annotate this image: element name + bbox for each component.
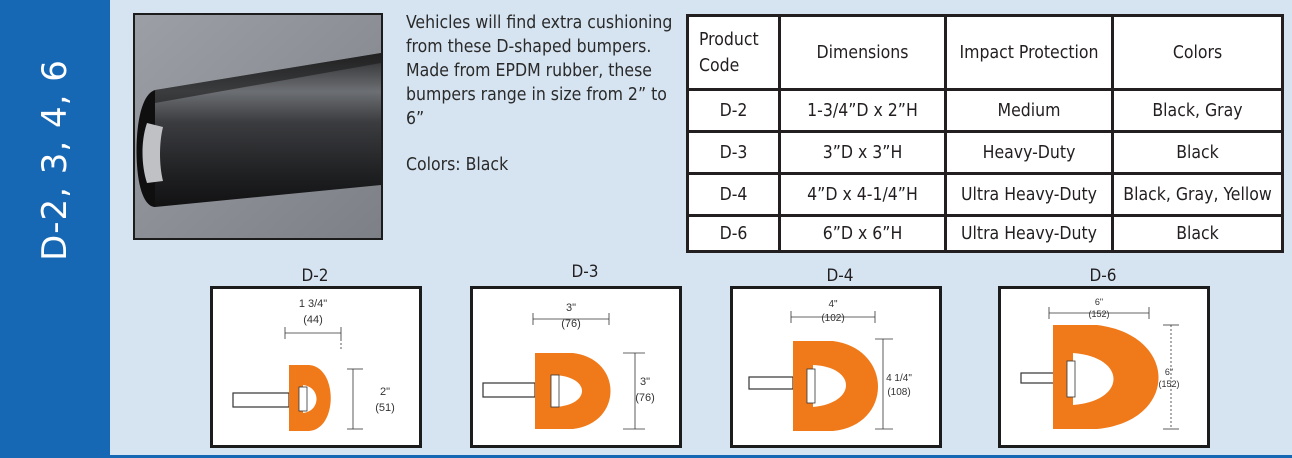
diagram-label-d6: D-6 bbox=[1089, 266, 1117, 286]
cell-dimensions: 1-3/4”D x 2”H bbox=[778, 88, 947, 133]
d3-height-in: 3" bbox=[640, 376, 650, 388]
cell-impact: Medium bbox=[944, 88, 1114, 133]
d2-height-mm: (51) bbox=[375, 402, 395, 414]
sidebar-band: D-2, 3, 4, 6 bbox=[0, 0, 110, 458]
d6-height-mm: (152) bbox=[1158, 379, 1179, 389]
d4-height-mm: (108) bbox=[887, 387, 910, 398]
header-code: Code bbox=[699, 55, 740, 76]
cell-impact: Ultra Heavy-Duty bbox=[944, 172, 1114, 217]
cell-code: D-4 bbox=[686, 172, 781, 217]
d2-height-in: 2" bbox=[380, 386, 390, 398]
diagram-d2: 1 3/4" (44) 2" (51) bbox=[210, 286, 422, 448]
table-row: D-4 4”D x 4-1/4”H Ultra Heavy-Duty Black… bbox=[686, 172, 1284, 217]
d6-height-in: 6" bbox=[1165, 367, 1173, 377]
bottom-rule bbox=[110, 455, 1292, 458]
product-photo bbox=[133, 13, 383, 240]
header-impact: Impact Protection bbox=[944, 14, 1114, 91]
cell-dimensions: 3”D x 3”H bbox=[778, 130, 947, 175]
d4-width-in: 4" bbox=[828, 299, 838, 310]
d4-width-mm: (102) bbox=[821, 313, 844, 324]
header-product-code: Product Code bbox=[686, 14, 781, 91]
cell-impact: Heavy-Duty bbox=[944, 130, 1114, 175]
diagram-d4: 4" (102) 4 1/4" (108) bbox=[730, 286, 942, 448]
cell-dimensions: 4”D x 4-1/4”H bbox=[778, 172, 947, 217]
d2-width-in: 1 3/4" bbox=[299, 298, 327, 310]
cell-impact: Ultra Heavy-Duty bbox=[944, 214, 1114, 253]
description-paragraph: Vehicles will find extra cushioning from… bbox=[406, 13, 673, 129]
cell-dimensions: 6”D x 6”H bbox=[778, 214, 947, 253]
d4-height-in: 4 1/4" bbox=[886, 373, 912, 384]
table-row: D-2 1-3/4”D x 2”H Medium Black, Gray bbox=[686, 88, 1284, 133]
d3-width-in: 3" bbox=[566, 302, 576, 314]
cell-code: D-3 bbox=[686, 130, 781, 175]
cell-colors: Black bbox=[1111, 214, 1284, 253]
cell-colors: Black, Gray, Yellow bbox=[1111, 172, 1284, 217]
table-row: D-3 3”D x 3”H Heavy-Duty Black bbox=[686, 130, 1284, 175]
d2-width-mm: (44) bbox=[303, 314, 323, 326]
table-header-row: Product Code Dimensions Impact Protectio… bbox=[686, 14, 1284, 91]
cell-code: D-2 bbox=[686, 88, 781, 133]
diagram-label-d3: D-3 bbox=[571, 262, 599, 282]
colors-line: Colors: Black bbox=[406, 155, 509, 175]
d6-width-mm: (152) bbox=[1088, 309, 1109, 319]
d3-height-mm: (76) bbox=[635, 392, 655, 404]
diagram-d3: 3" (76) 3" (76) bbox=[470, 286, 682, 448]
d3-width-mm: (76) bbox=[561, 318, 581, 330]
header-colors: Colors bbox=[1111, 14, 1284, 91]
diagram-d6: 6" (152) 6" (152) bbox=[998, 286, 1210, 448]
product-description: Vehicles will find extra cushioning from… bbox=[406, 11, 676, 199]
header-product: Product bbox=[699, 29, 759, 50]
diagram-label-d4: D-4 bbox=[826, 266, 854, 286]
cell-colors: Black, Gray bbox=[1111, 88, 1284, 133]
sidebar-title: D-2, 3, 4, 6 bbox=[35, 59, 75, 261]
cell-code: D-6 bbox=[686, 214, 781, 253]
header-dimensions: Dimensions bbox=[778, 14, 947, 91]
spec-table: Product Code Dimensions Impact Protectio… bbox=[686, 14, 1284, 253]
cell-colors: Black bbox=[1111, 130, 1284, 175]
table-row: D-6 6”D x 6”H Ultra Heavy-Duty Black bbox=[686, 214, 1284, 253]
diagram-label-d2: D-2 bbox=[301, 266, 329, 286]
d6-width-in: 6" bbox=[1095, 297, 1103, 307]
